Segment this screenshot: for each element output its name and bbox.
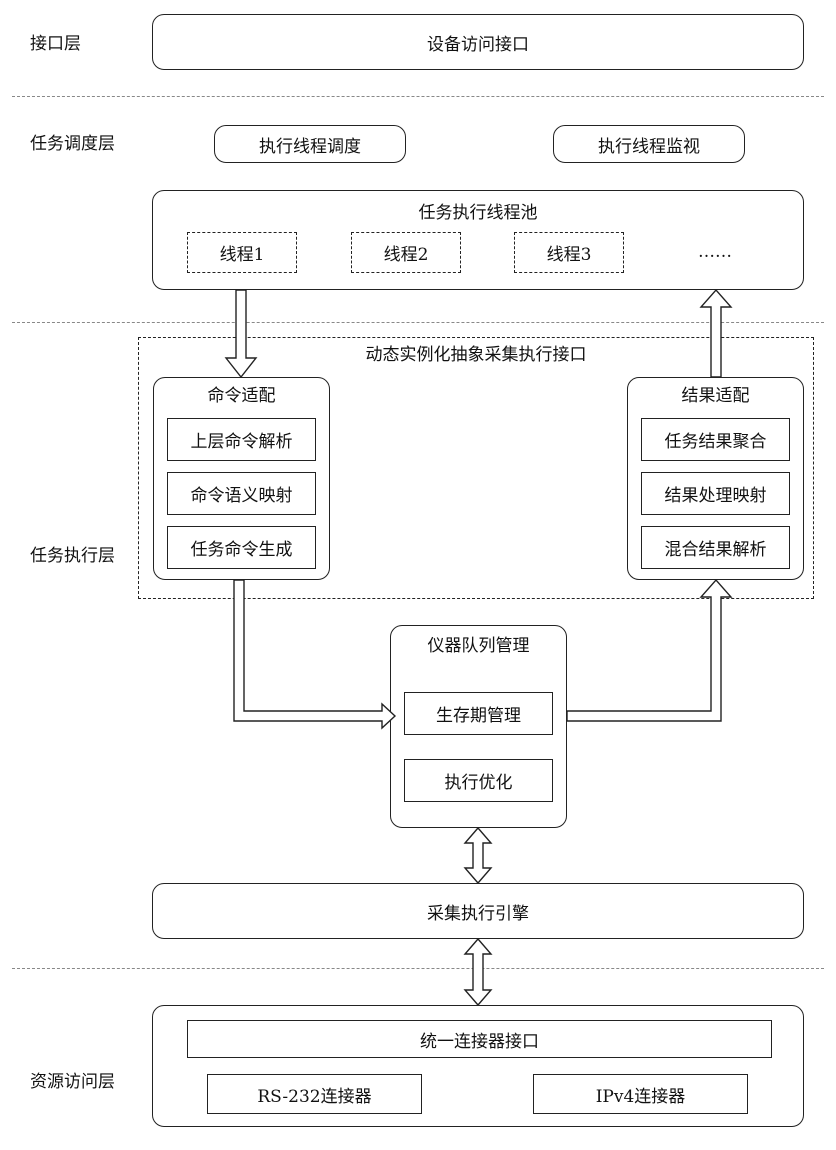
command-parse-label: 上层命令解析 [190, 432, 293, 452]
acquisition-engine-label: 采集执行引擎 [427, 903, 529, 924]
ipv4-connector-label: IPv4连接器 [595, 1086, 686, 1107]
device-access-interface-box: 设备访问接口 [152, 14, 804, 70]
lifetime-management-box: 生存期管理 [404, 692, 553, 735]
thread-dispatch-box: 执行线程调度 [214, 125, 406, 163]
thread-monitor-label: 执行线程监视 [598, 136, 700, 157]
result-processing-mapping-box: 结果处理映射 [641, 472, 790, 515]
layer-label-resource: 资源访问层 [30, 1072, 115, 1092]
lifetime-management-label: 生存期管理 [436, 706, 521, 726]
ipv4-connector-box: IPv4连接器 [533, 1074, 748, 1114]
layer-separator-2 [12, 322, 824, 323]
command-semantic-mapping-label: 命令语义映射 [190, 486, 293, 506]
thread-2-box: 线程2 [351, 232, 461, 273]
thread-pool-title: 任务执行线程池 [418, 203, 538, 223]
command-parse-box: 上层命令解析 [167, 418, 316, 461]
thread-monitor-box: 执行线程监视 [553, 125, 745, 163]
thread-ellipsis: …… [698, 242, 732, 262]
execution-optimization-box: 执行优化 [404, 759, 553, 802]
result-adapt-title: 结果适配 [681, 386, 750, 406]
unified-connector-box: 统一连接器接口 [187, 1020, 772, 1058]
layer-label-scheduling: 任务调度层 [30, 134, 115, 154]
rs232-connector-label: RS-232连接器 [257, 1086, 372, 1107]
device-access-interface-label: 设备访问接口 [427, 34, 529, 55]
thread-3-box: 线程3 [514, 232, 624, 273]
command-adapt-title: 命令适配 [207, 386, 276, 406]
dynamic-interface-title: 动态实例化抽象采集执行接口 [365, 345, 587, 365]
thread-1-box: 线程1 [187, 232, 297, 273]
command-semantic-mapping-box: 命令语义映射 [167, 472, 316, 515]
thread-2-label: 线程2 [383, 245, 429, 265]
task-command-generation-label: 任务命令生成 [190, 540, 293, 560]
task-result-aggregation-box: 任务结果聚合 [641, 418, 790, 461]
task-command-generation-box: 任务命令生成 [167, 526, 316, 569]
arrow-command-to-queue [233, 579, 397, 730]
execution-optimization-label: 执行优化 [444, 773, 513, 793]
layer-separator-3 [12, 968, 824, 969]
arrow-engine-resource [463, 937, 493, 1007]
instrument-queue-title: 仪器队列管理 [427, 636, 530, 656]
thread-3-label: 线程3 [546, 245, 592, 265]
arrow-queue-engine [463, 826, 493, 885]
arrow-result-to-pool [699, 288, 733, 378]
unified-connector-label: 统一连接器接口 [420, 1031, 539, 1052]
mixed-result-parse-label: 混合结果解析 [664, 540, 767, 560]
mixed-result-parse-box: 混合结果解析 [641, 526, 790, 569]
arrow-pool-to-command [224, 289, 258, 379]
thread-dispatch-label: 执行线程调度 [259, 136, 361, 157]
thread-1-label: 线程1 [219, 245, 265, 265]
rs232-connector-box: RS-232连接器 [207, 1074, 422, 1114]
result-processing-mapping-label: 结果处理映射 [664, 486, 767, 506]
layer-label-interface: 接口层 [30, 34, 81, 54]
task-result-aggregation-label: 任务结果聚合 [664, 432, 767, 452]
layer-separator-1 [12, 96, 824, 97]
dynamic-interface-box: 动态实例化抽象采集执行接口 [138, 337, 814, 599]
layer-label-execution: 任务执行层 [30, 546, 115, 566]
arrow-queue-to-result [566, 578, 733, 722]
